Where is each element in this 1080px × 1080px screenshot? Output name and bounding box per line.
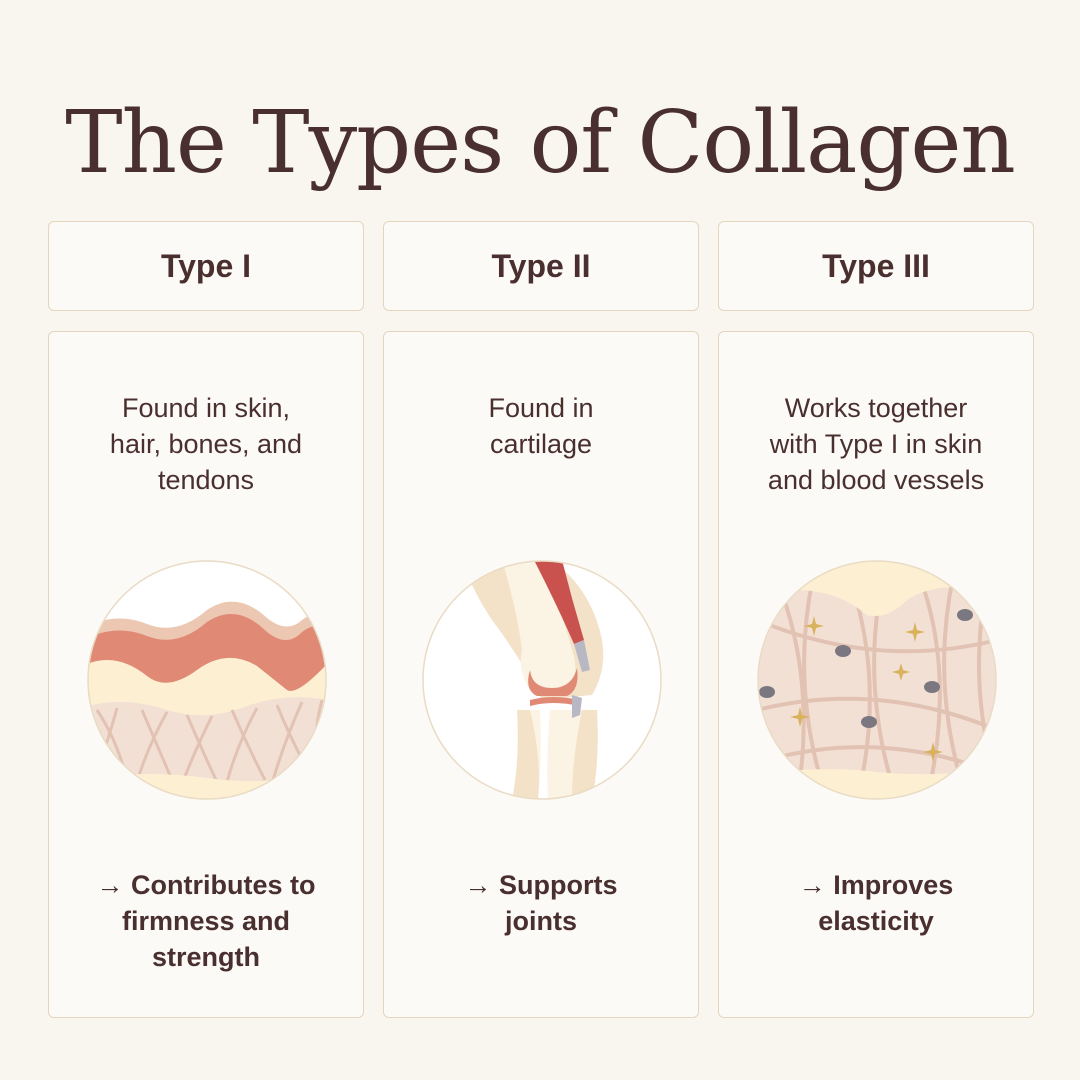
type-3-description: Works together with Type I in skin and b… (767, 393, 985, 495)
type-2-description: Found in cartilage (488, 393, 594, 459)
type-1-card: Found in skin, hair, bones, and tendons (48, 331, 364, 1018)
knee-joint-illustration (422, 560, 662, 800)
type-2-benefit: → Supports joints (464, 870, 618, 936)
type-3-heading: Type III (718, 221, 1034, 311)
type-1-description: Found in skin, hair, bones, and tendons (109, 393, 303, 495)
blood-vessel-tissue-illustration (757, 560, 997, 800)
skin-layers-illustration (87, 560, 327, 800)
type-1-benefit: → Contributes to firmness and strength (96, 870, 316, 972)
type-2-heading: Type II (383, 221, 699, 311)
type-2-card: Found in cartilage (383, 331, 699, 1018)
type-1-heading: Type I (48, 221, 364, 311)
page-title: The Types of Collagen (65, 93, 1015, 193)
type-3-card: Works together with Type I in skin and b… (718, 331, 1034, 1018)
type-3-benefit: → Improves elasticity (798, 870, 954, 936)
